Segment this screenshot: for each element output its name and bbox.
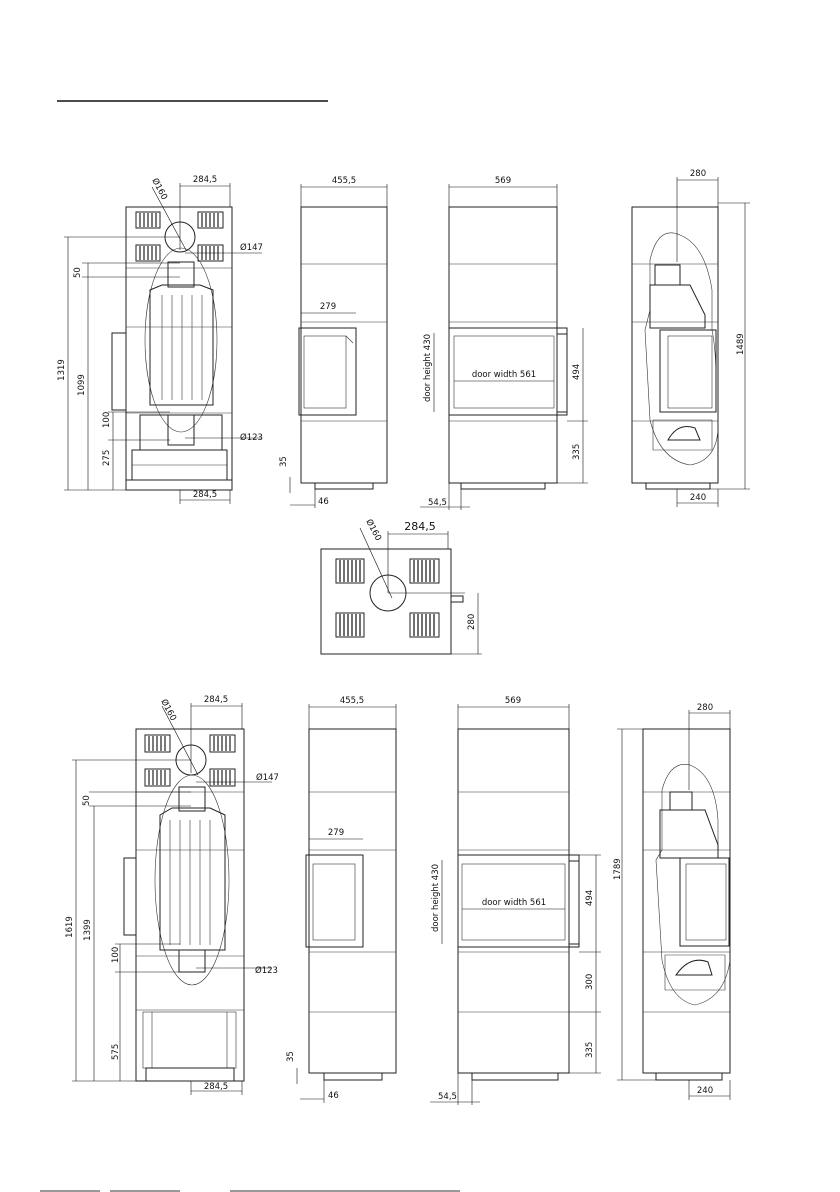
dim-foot-height-2: 35 — [286, 1051, 296, 1062]
dim-foot-offset-1: 46 — [318, 497, 329, 507]
dim-total-height-2: 1619 — [65, 916, 75, 938]
dim-side-width-1: 455,5 — [332, 176, 356, 186]
dim-bottom-width-2: 284,5 — [204, 1082, 228, 1092]
side-view-2: 455,5 279 35 46 — [286, 696, 396, 1103]
door-width-label-2: door width 561 — [482, 898, 546, 908]
dim-335-1: 335 — [572, 444, 582, 460]
dim-foot-height-1: 35 — [279, 456, 289, 467]
dim-height-1099: 1099 — [77, 374, 87, 396]
dim-494-1: 494 — [572, 364, 582, 380]
dim-inner-diameter-1: Ø147 — [240, 242, 263, 253]
dim-top-view-diameter: Ø160 — [363, 517, 383, 542]
dim-foot-offset-front-1: 54,5 — [428, 498, 447, 508]
dim-foot-offset-front-2: 54,5 — [438, 1092, 457, 1102]
dim-glass-width-1: 279 — [320, 302, 336, 312]
dim-50-1: 50 — [73, 267, 83, 278]
dim-494-2: 494 — [585, 890, 595, 906]
section-view-1: 280 1489 240 — [632, 169, 750, 507]
dim-section-bottom-2: 240 — [697, 1086, 713, 1096]
dim-section-height-1: 1489 — [736, 333, 746, 355]
front-view-2: 569 door height 430 door width 561 494 3… — [430, 696, 601, 1105]
dim-height-1399: 1399 — [83, 919, 93, 941]
dim-section-bottom-1: 240 — [690, 493, 706, 503]
front-view-1: 569 door height 430 door width 561 494 3… — [420, 176, 588, 510]
dim-total-height-1: 1319 — [57, 359, 67, 381]
front-internal-view-2: 284,5 Ø160 Ø147 Ø123 1619 1399 50 100 57… — [65, 695, 279, 1095]
dim-front-width-1: 569 — [495, 176, 511, 186]
dim-top-view-depth: 280 — [467, 614, 477, 630]
dim-side-width-2: 455,5 — [340, 696, 364, 706]
dim-top-width-1: 284,5 — [193, 175, 217, 185]
dim-section-top-1: 280 — [690, 169, 706, 179]
dim-top-width-2: 284,5 — [204, 695, 228, 705]
dim-inner-diameter-2: Ø147 — [256, 772, 279, 783]
dim-air-diameter-2: Ø123 — [255, 965, 278, 976]
dim-335-2: 335 — [585, 1042, 595, 1058]
dim-100-2: 100 — [111, 947, 121, 963]
dim-bottom-width-1: 284,5 — [193, 490, 217, 500]
dim-section-top-2: 280 — [697, 703, 713, 713]
dim-300-2: 300 — [585, 974, 595, 990]
door-width-label-1: door width 561 — [472, 370, 536, 380]
dim-front-width-2: 569 — [505, 696, 521, 706]
dim-air-diameter-1: Ø123 — [240, 432, 263, 443]
side-view-1: 455,5 279 35 46 — [279, 176, 387, 508]
door-height-label-2: door height 430 — [431, 864, 441, 932]
dim-100-1: 100 — [102, 412, 112, 428]
dim-glass-width-2: 279 — [328, 828, 344, 838]
section-view-2: 280 1789 240 — [613, 703, 730, 1100]
dim-275-1: 275 — [102, 450, 112, 466]
dim-50-2: 50 — [82, 795, 92, 806]
dim-section-height-2: 1789 — [613, 858, 623, 880]
dim-575-2: 575 — [111, 1044, 121, 1060]
front-internal-view-1: 284,5 Ø160 Ø147 Ø123 1319 1099 50 100 27… — [57, 175, 263, 504]
dim-flue-diameter-1: Ø160 — [149, 176, 169, 201]
door-height-label-1: door height 430 — [423, 334, 433, 402]
dim-foot-offset-2: 46 — [328, 1091, 339, 1101]
dim-flue-diameter-2: Ø160 — [158, 697, 178, 722]
top-view: 284,5 Ø160 280 — [321, 517, 482, 654]
dim-top-view-width: 284,5 — [404, 520, 436, 533]
